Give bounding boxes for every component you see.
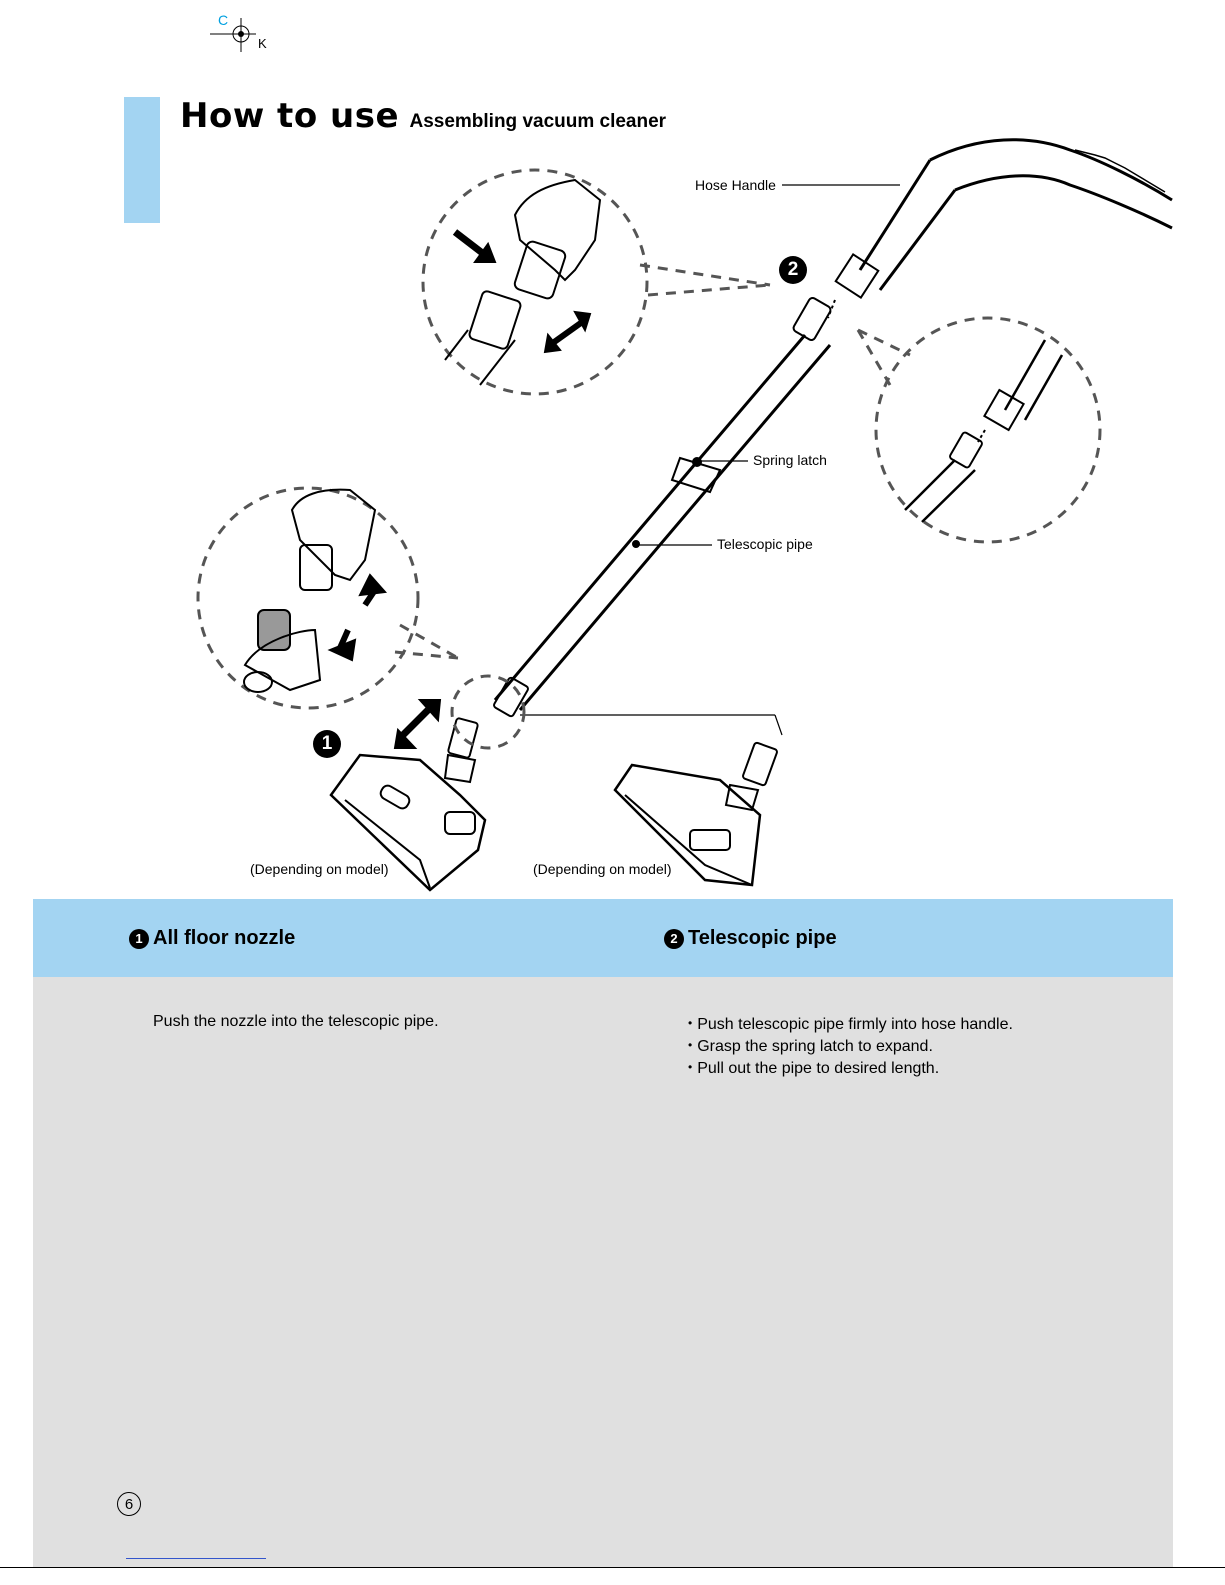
nozzle-section-number: 1: [129, 928, 149, 949]
spring-latch-label: Spring latch: [753, 452, 827, 468]
instructions-header-band: [33, 899, 1173, 977]
pipe-section-heading: 2 Telescopic pipe: [664, 927, 837, 950]
pipe-instruction-list: Push telescopic pipe firmly into hose ha…: [688, 1013, 1013, 1079]
nozzle-instruction-text: Push the nozzle into the telescopic pipe…: [153, 1013, 439, 1030]
bottom-rule: [0, 1567, 1225, 1568]
pipe-instruction-item: Pull out the pipe to desired length.: [688, 1057, 1013, 1079]
registration-k-label: K: [258, 36, 267, 51]
pipe-instruction-item: Grasp the spring latch to expand.: [688, 1035, 1013, 1057]
pipe-instruction-item: Push telescopic pipe firmly into hose ha…: [688, 1013, 1013, 1035]
page-title-main: How to use: [180, 96, 400, 136]
depending-on-model-label-2: (Depending on model): [533, 861, 672, 877]
bottom-link-underline: [126, 1558, 266, 1559]
step-marker-1: 1: [313, 730, 341, 758]
crosshair-icon: [210, 18, 256, 52]
registration-mark: C K: [210, 12, 276, 56]
page-title: How to use Assembling vacuum cleaner: [180, 96, 666, 136]
hose-handle-label: Hose Handle: [695, 177, 776, 193]
step-marker-2: 2: [779, 256, 807, 284]
title-accent-bar: [124, 97, 160, 223]
telescopic-pipe-label: Telescopic pipe: [717, 536, 813, 552]
nozzle-section-heading: 1 All floor nozzle: [129, 927, 295, 950]
pipe-section-number: 2: [664, 928, 684, 949]
page-title-subtitle: Assembling vacuum cleaner: [409, 111, 667, 132]
page-number: 6: [117, 1492, 141, 1516]
nozzle-section-title: All floor nozzle: [153, 927, 296, 949]
pipe-section-title: Telescopic pipe: [688, 927, 837, 949]
registration-c-label: C: [218, 12, 229, 28]
depending-on-model-label-1: (Depending on model): [250, 861, 389, 877]
vacuum-assembly-illustration: [196, 138, 1173, 892]
